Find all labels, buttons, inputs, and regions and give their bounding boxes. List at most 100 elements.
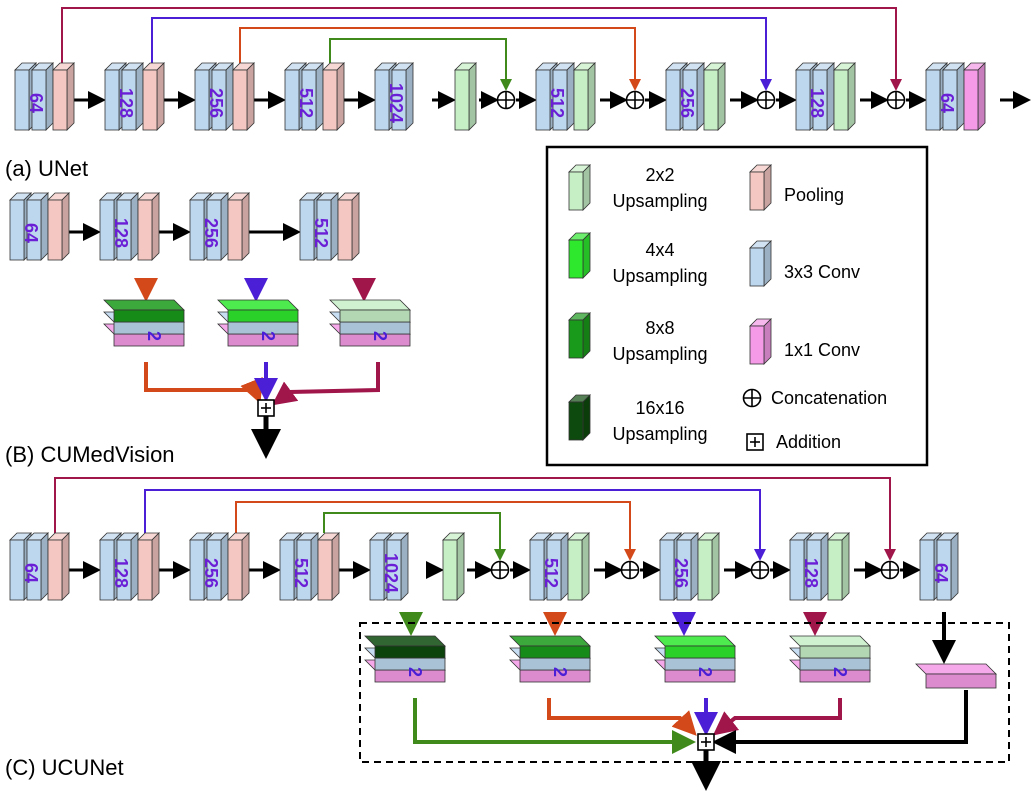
unet-enc-3-pool-side xyxy=(336,62,345,131)
unet-skip-64 xyxy=(61,7,902,91)
ucunet-head-conv1-top xyxy=(915,663,997,675)
ucunet-enc-4-conv-b-side xyxy=(400,532,409,601)
ucunet-enc-3-conv-b-side xyxy=(310,532,319,601)
cumed-head-4x4-up xyxy=(217,299,299,323)
legend-up4-swatch xyxy=(568,232,591,279)
ucunet-dec-0-up xyxy=(567,532,590,601)
unet-dec-3-conv1 xyxy=(963,62,986,131)
ucunet-enc-0-conv-a-front xyxy=(9,539,25,601)
ucunet-head-16x16-up-top xyxy=(364,635,446,647)
cumed-enc-0-pool xyxy=(47,192,70,261)
ucunet-enc-1-label: 128 xyxy=(111,558,131,588)
legend-conv3-swatch-side xyxy=(763,240,772,287)
ucunet-dec-1-conv-b-side xyxy=(690,532,699,601)
unet-bottleneck-up-side xyxy=(468,62,477,131)
cumed-head-8x8-label: 2 xyxy=(144,331,164,341)
unet-enc-0-conv-a-front xyxy=(14,69,30,131)
ucunet-dec-1-up-front xyxy=(697,539,713,601)
ucunet-dec-3-label: 64 xyxy=(931,563,951,583)
ucunet-head-4x4-label: 2 xyxy=(695,667,715,677)
ucunet-enc-4-label: 1024 xyxy=(381,553,401,593)
cumed-enc-1-conv-b xyxy=(116,192,139,261)
ucunet-head-4x4-up-top xyxy=(654,635,736,647)
cumed-enc-0-conv-b-side xyxy=(40,192,49,261)
unet-dec-1-conv-b-front xyxy=(682,69,698,131)
legend-up2-swatch-side xyxy=(582,164,591,211)
unet-enc-0-pool xyxy=(52,62,75,131)
legend-concat-label: Concatenation xyxy=(771,388,887,408)
cumed-enc-3-conv-b-front xyxy=(316,199,332,261)
cumed-enc-3-conv-b-side xyxy=(330,192,339,261)
ucunet-dec-1-conv-a-front xyxy=(659,539,675,601)
unet-dec-1-label: 256 xyxy=(677,88,697,118)
legend-conv1-swatch-front xyxy=(749,325,765,365)
ucunet-dec-3-conv-b-side xyxy=(950,532,959,601)
ucunet-enc-1-pool-side xyxy=(151,532,160,601)
cumed-enc-2-conv-b-side xyxy=(220,192,229,261)
ucunet-enc-2-conv-b xyxy=(206,532,229,601)
panel-c-caption: (C) UCUNet xyxy=(5,755,124,780)
unet-dec-1-conv-b xyxy=(682,62,705,131)
cumed-enc-1-conv-a-front xyxy=(99,199,115,261)
cumed-enc-3-pool-front xyxy=(337,199,353,261)
unet-enc-1-conv-b xyxy=(121,62,144,131)
ucunet-enc-2-pool-front xyxy=(227,539,243,601)
ucunet-bottleneck-up-side xyxy=(456,532,465,601)
ucunet-head-8x8-up-front xyxy=(519,645,591,659)
legend-up8-swatch-front xyxy=(568,319,584,359)
unet-enc-2-conv-b-front xyxy=(211,69,227,131)
unet-enc-2-pool-front xyxy=(232,69,248,131)
legend-up16-line1: 16x16 xyxy=(635,398,684,418)
cumed-enc-1-pool-front xyxy=(137,199,153,261)
ucunet-merge-3 xyxy=(712,698,842,736)
unet-enc-3-pool-front xyxy=(322,69,338,131)
legend-pool-swatch-front xyxy=(749,171,765,211)
unet-dec-3-conv-b-side xyxy=(956,62,965,131)
ucunet-dec-3-conv-b-front xyxy=(936,539,952,601)
unet-dec-0-up-side xyxy=(587,62,596,131)
unet-enc-0-conv-b xyxy=(31,62,54,131)
ucunet-enc-3-conv-b xyxy=(296,532,319,601)
ucunet-enc-3-conv-b-front xyxy=(296,539,312,601)
cumed-enc-1-pool-side xyxy=(151,192,160,261)
legend-box xyxy=(545,145,929,467)
unet-enc-0-pool-front xyxy=(52,69,68,131)
unet-enc-3-conv-b-side xyxy=(315,62,324,131)
legend-up8-line2: Upsampling xyxy=(612,344,707,364)
legend-up4-line1: 4x4 xyxy=(645,240,674,260)
ucunet-head-2x2-up-top xyxy=(789,635,871,647)
ucunet-enc-2-conv-b-front xyxy=(206,539,222,601)
cumed-head-2x2-up xyxy=(329,299,411,323)
unet-dec-0-up xyxy=(573,62,596,131)
cumed-head-2x2-up-front xyxy=(339,309,411,323)
ucunet-bottleneck-up xyxy=(442,532,465,601)
ucunet-merge-0 xyxy=(413,698,696,754)
ucunet-enc-3-pool-side xyxy=(331,532,340,601)
legend-up16-line2: Upsampling xyxy=(612,424,707,444)
legend-up2-line1: 2x2 xyxy=(645,165,674,185)
cumed-head-4x4-up-top xyxy=(217,299,299,311)
unet-enc-2-label: 256 xyxy=(206,88,226,118)
ucunet-head-4x4-up-front xyxy=(664,645,736,659)
ucunet-enc-3-conv-a-front xyxy=(279,539,295,601)
unet-enc-0-pool-side xyxy=(66,62,75,131)
unet-enc-4-conv-b xyxy=(391,62,414,131)
cumed-merge-2 xyxy=(271,362,380,406)
unet-enc-4-conv-b-front xyxy=(391,69,407,131)
ucunet-enc-3-label: 512 xyxy=(291,558,311,588)
legend-up4-swatch-side xyxy=(582,232,591,279)
unet-enc-4-conv-a-front xyxy=(374,69,390,131)
ucunet-head-conv1-front xyxy=(925,673,997,689)
unet-dec-2-conv-a-front xyxy=(795,69,811,131)
unet-dec-2-conv-b-front xyxy=(812,69,828,131)
cumed-add xyxy=(257,399,275,417)
cumed-enc-0-pool-side xyxy=(61,192,70,261)
unet-dec-1-up-front xyxy=(703,69,719,131)
cumed-enc-1-pool xyxy=(137,192,160,261)
cumed-enc-2-pool-side xyxy=(241,192,250,261)
cumed-head-2x2-up-top xyxy=(329,299,411,311)
unet-enc-1-conv-b-front xyxy=(121,69,137,131)
ucunet-head-8x8-up xyxy=(509,635,591,659)
ucunet-enc-1-pool-front xyxy=(137,539,153,601)
cumed-enc-3-pool xyxy=(337,192,360,261)
